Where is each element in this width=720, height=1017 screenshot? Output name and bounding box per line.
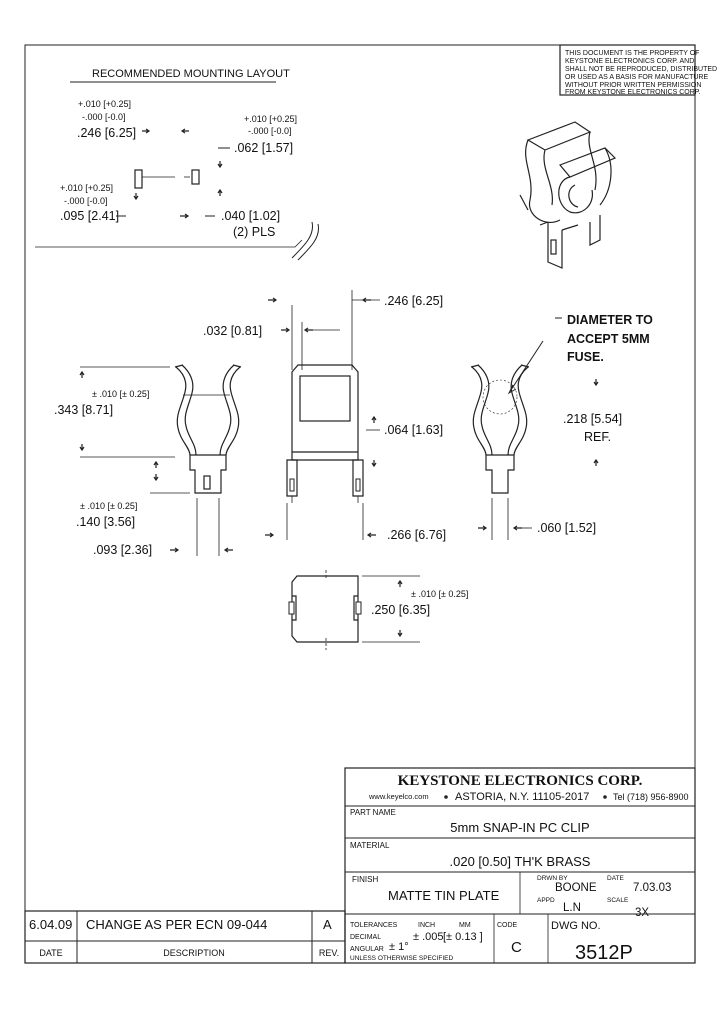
tolerances-label: TOLERANCES: [350, 922, 398, 929]
dim-arrow: [180, 128, 189, 134]
isometric-view: [519, 121, 617, 269]
inch-label: INCH: [418, 922, 435, 929]
front-overall-dim: .266 [6.76]: [387, 528, 446, 542]
date-label: DATE: [607, 875, 625, 882]
company-address: ASTORIA, N.Y. 11105-2017: [455, 791, 589, 803]
approved-value: L.N: [563, 902, 581, 914]
mm-label: MM: [459, 922, 471, 929]
unless-note: UNLESS OTHERWISE SPECIFIED: [350, 955, 453, 962]
dim-hole-length: .062 [1.57]: [234, 141, 293, 155]
dim-arrow: [133, 193, 139, 201]
drawn-by-value: BOONE: [555, 882, 597, 894]
company-web: www.keyelco.com: [368, 792, 429, 801]
dim-arrow: [180, 213, 190, 219]
finish-value: MATTE TIN PLATE: [388, 888, 500, 903]
end-note-line-3: FUSE.: [567, 350, 604, 364]
revision-date: 6.04.09: [29, 917, 72, 932]
decimal-tol-mm: [± 0.13 ]: [443, 931, 483, 943]
layout-break-line: [35, 239, 303, 248]
end-note-line-2: ACCEPT 5MM: [567, 332, 650, 346]
drawn-by-label: DRWN BY: [537, 875, 568, 882]
tol-c-plus: +.010 [+0.25]: [60, 183, 113, 193]
bottom-view: ± .010 [± 0.25] .250 [6.35]: [288, 570, 468, 650]
tol-a-plus: +.010 [+0.25]: [78, 99, 131, 109]
angular-label: ANGULAR: [350, 946, 384, 953]
tol-a-minus: -.000 [-0.0]: [82, 112, 126, 122]
side-leg-dim: .140 [3.56]: [76, 515, 135, 529]
scale-value: 3X: [635, 907, 649, 919]
decimal-tol-inch: ± .005: [413, 931, 444, 943]
tol-c-minus: -.000 [-0.0]: [64, 196, 108, 206]
decimal-label: DECIMAL: [350, 934, 381, 941]
front-pin-dim: .064 [1.63]: [384, 423, 443, 437]
dwg-no-label: DWG NO.: [551, 920, 601, 932]
proprietary-notice: THIS DOCUMENT IS THE PROPERTY OF KEYSTON…: [559, 44, 717, 96]
approved-label: APPD: [537, 897, 555, 904]
revision-description-header: DESCRIPTION: [163, 948, 225, 958]
side-height-dim: .343 [8.71]: [54, 403, 113, 417]
end-diameter-dim: .218 [5.54]: [563, 412, 622, 426]
dim-hole-width: .095 [2.41]: [60, 209, 119, 223]
bottom-tol: ± .010 [± 0.25]: [411, 589, 468, 599]
dim-arrow: [217, 188, 223, 196]
end-note-line-1: DIAMETER TO: [567, 313, 653, 327]
front-tab-dim: .032 [0.81]: [203, 324, 262, 338]
diameter-leader: [507, 340, 544, 395]
mounting-layout-section: RECOMMENDED MOUNTING LAYOUT +.010 [+0.25…: [35, 68, 320, 261]
scale-label: SCALE: [607, 897, 629, 904]
side-base-dim: .093 [2.36]: [93, 543, 152, 557]
company-name: KEYSTONE ELECTRONICS CORP.: [398, 773, 643, 789]
end-view: DIAMETER TO ACCEPT 5MM FUSE. .218 [5.54]…: [470, 313, 653, 540]
angular-tol: ± 1°: [389, 941, 409, 953]
separator-dot: [444, 795, 448, 799]
revision-letter-header: REV.: [319, 948, 339, 958]
tol-b-minus: -.000 [-0.0]: [248, 126, 292, 136]
dim-plural: (2) PLS: [233, 225, 275, 239]
notice-line-2: KEYSTONE ELECTRONICS CORP. AND: [565, 58, 694, 65]
material-label: MATERIAL: [350, 841, 390, 850]
code-label: CODE: [497, 922, 518, 929]
notice-line-6: FROM KEYSTONE ELECTRONICS CORP.: [565, 89, 701, 96]
tol-b-plus: +.010 [+0.25]: [244, 114, 297, 124]
revision-description: CHANGE AS PER ECN 09-044: [86, 917, 267, 932]
revision-letter: A: [323, 917, 332, 932]
notice-line-1: THIS DOCUMENT IS THE PROPERTY OF: [565, 50, 699, 57]
notice-line-4: OR USED AS A BASIS FOR MANUFACTURE: [565, 74, 708, 81]
finish-label: FINISH: [352, 875, 378, 884]
company-tel: Tel (718) 956-8900: [613, 792, 689, 802]
revision-block: 6.04.09 CHANGE AS PER ECN 09-044 A DATE …: [24, 910, 346, 964]
revision-date-header: DATE: [39, 948, 62, 958]
dim-arrow: [217, 161, 223, 169]
side-view: ± .010 [± 0.25] .343 [8.71] ± .010 [± 0.…: [54, 364, 242, 557]
date-value: 7.03.03: [633, 882, 671, 894]
side-height-tol: ± .010 [± 0.25]: [92, 389, 149, 399]
title-block: KEYSTONE ELECTRONICS CORP. www.keyelco.c…: [344, 767, 696, 964]
material-value: .020 [0.50] TH'K BRASS: [450, 854, 591, 869]
dim-arrow: [142, 128, 151, 134]
bottom-width-dim: .250 [6.35]: [371, 603, 430, 617]
code-value: C: [511, 939, 522, 956]
notice-line-5: WITHOUT PRIOR WRITTEN PERMISSION: [565, 82, 701, 89]
end-pin-dim: .060 [1.52]: [537, 521, 596, 535]
dim-hole-slot: .040 [1.02]: [221, 209, 280, 223]
front-pin-slot-left: [289, 478, 295, 492]
mounting-hole-left: [134, 169, 143, 189]
fuse-diameter-circle: [482, 379, 518, 415]
mounting-layout-title: RECOMMENDED MOUNTING LAYOUT: [92, 68, 290, 80]
separator-dot: [603, 795, 607, 799]
front-width-dim: .246 [6.25]: [384, 294, 443, 308]
end-ref-label: REF.: [584, 430, 611, 444]
drawing-number: 3512P: [575, 942, 633, 964]
part-name: 5mm SNAP-IN PC CLIP: [450, 820, 589, 835]
front-pin-slot-right: [355, 478, 361, 492]
mounting-hole-right: [191, 169, 200, 185]
notice-line-3: SHALL NOT BE REPRODUCED, DISTRIBUTED: [565, 66, 717, 73]
side-pin-slot: [203, 475, 211, 490]
part-name-label: PART NAME: [350, 808, 396, 817]
front-view: .246 [6.25] .032 [0.81] .064 [1.63] .266…: [203, 290, 446, 542]
dim-hole-spacing: .246 [6.25]: [77, 126, 136, 140]
side-leg-tol: ± .010 [± 0.25]: [80, 501, 137, 511]
